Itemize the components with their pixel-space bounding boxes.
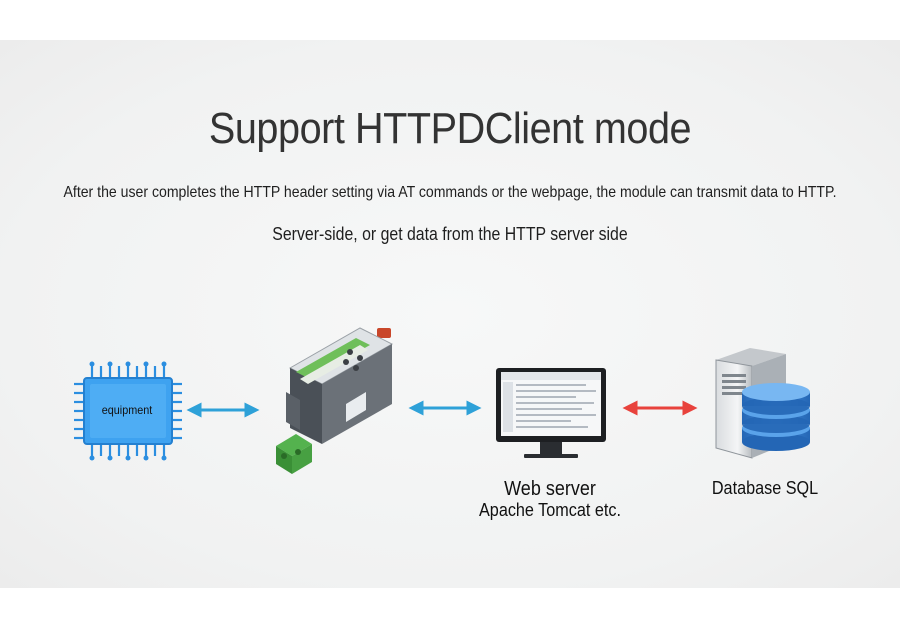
database-server-icon [715, 348, 810, 459]
description-line-2: Server-side, or get data from the HTTP s… [272, 224, 628, 244]
page-title: Support HTTPDClient mode [208, 104, 692, 153]
background-panel [0, 40, 900, 588]
database-label: Database SQL [711, 478, 819, 498]
monitor-icon [496, 368, 606, 458]
equipment-label: equipment [101, 403, 153, 417]
web-server-sublabel: Apache Tomcat etc. [478, 500, 621, 520]
chip-icon [74, 361, 182, 461]
serial-device-icon [276, 327, 394, 474]
description-line-1: After the user completes the HTTP header… [63, 184, 837, 201]
web-server-label: Web server [504, 478, 596, 500]
